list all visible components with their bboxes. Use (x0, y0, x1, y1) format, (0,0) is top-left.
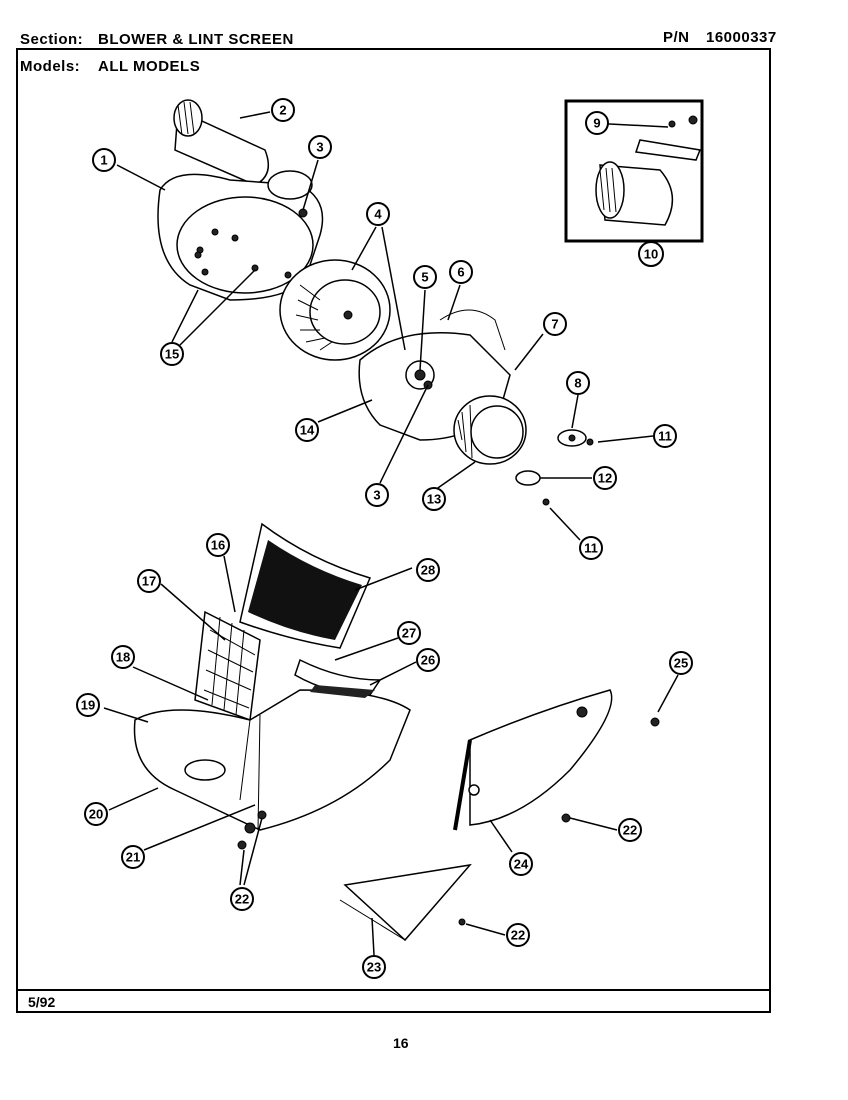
callout-23: 23 (362, 955, 386, 979)
thermostat-part (557, 429, 594, 447)
svg-text:8: 8 (574, 376, 581, 391)
footer-divider (16, 989, 771, 991)
lint-screen-part (239, 522, 372, 649)
svg-text:5: 5 (421, 270, 428, 285)
section-title: BLOWER & LINT SCREEN (98, 31, 294, 48)
svg-text:7: 7 (551, 317, 558, 332)
callout-10: 10 (638, 241, 664, 267)
callout-13: 13 (422, 487, 446, 511)
svg-text:28: 28 (421, 563, 435, 578)
callout-8: 8 (566, 371, 590, 395)
svg-text:18: 18 (116, 650, 130, 665)
callout-17: 17 (137, 569, 161, 593)
blower-impeller-part (279, 259, 391, 361)
svg-text:3: 3 (316, 140, 323, 155)
callout-25: 25 (669, 651, 693, 675)
svg-text:22: 22 (235, 892, 249, 907)
svg-text:3: 3 (373, 488, 380, 503)
motor-part (173, 99, 270, 186)
svg-text:16: 16 (211, 538, 225, 553)
access-cover-part (453, 689, 613, 831)
part-number-label: P/N (663, 29, 690, 46)
models-value: ALL MODELS (98, 58, 201, 75)
callout-18: 18 (111, 645, 135, 669)
lint-duct-housing-part (133, 689, 411, 834)
duct-ring-part (453, 395, 527, 465)
gasket-part (294, 658, 382, 698)
callout-20: 20 (84, 802, 108, 826)
svg-text:2: 2 (279, 103, 286, 118)
callout-16: 16 (206, 533, 230, 557)
svg-text:22: 22 (511, 928, 525, 943)
callout-6: 6 (449, 260, 473, 284)
svg-text:12: 12 (598, 471, 612, 486)
callout-21: 21 (121, 845, 145, 869)
svg-text:14: 14 (300, 423, 315, 438)
models-label: Models: (20, 58, 81, 75)
svg-text:22: 22 (623, 823, 637, 838)
callout-19: 19 (76, 693, 100, 717)
svg-text:11: 11 (658, 429, 672, 444)
callout-22-left: 22 (230, 887, 254, 911)
svg-text:6: 6 (457, 265, 464, 280)
svg-text:20: 20 (89, 807, 103, 822)
callout-9: 9 (585, 111, 609, 135)
callout-3-bottom: 3 (365, 483, 389, 507)
callout-4: 4 (366, 202, 390, 226)
svg-text:9: 9 (593, 116, 600, 131)
leader-lines (103, 111, 679, 956)
svg-text:1: 1 (100, 153, 107, 168)
callout-15: 15 (160, 342, 184, 366)
svg-text:4: 4 (374, 207, 382, 222)
callout-11-bottom: 11 (579, 536, 603, 560)
svg-text:23: 23 (367, 960, 381, 975)
date-code: 5/92 (28, 994, 56, 1010)
svg-text:26: 26 (421, 653, 435, 668)
section-label: Section: (20, 31, 84, 48)
part-number: 16000337 (706, 29, 777, 46)
svg-text:27: 27 (402, 626, 416, 641)
svg-text:17: 17 (142, 574, 156, 589)
svg-text:13: 13 (427, 492, 441, 507)
motor-inset-box (564, 99, 704, 243)
callout-28: 28 (416, 558, 440, 582)
callout-26: 26 (416, 648, 440, 672)
callout-11-top: 11 (653, 424, 677, 448)
svg-text:25: 25 (674, 656, 688, 671)
callout-3-top: 3 (308, 135, 332, 159)
callout-2: 2 (271, 98, 295, 122)
lint-grille-part (194, 610, 261, 722)
thermostat-bracket-part (515, 470, 550, 506)
screws (194, 208, 660, 926)
callout-22-right: 22 (618, 818, 642, 842)
deflector-part (339, 863, 472, 942)
callout-12: 12 (593, 466, 617, 490)
callout-27: 27 (397, 621, 421, 645)
callout-22-bottom: 22 (506, 923, 530, 947)
diagram-frame (16, 48, 771, 1013)
callout-1: 1 (92, 148, 116, 172)
svg-text:10: 10 (644, 247, 658, 262)
page-number: 16 (393, 1035, 409, 1051)
callout-7: 7 (543, 312, 567, 336)
svg-text:11: 11 (584, 541, 598, 556)
svg-text:21: 21 (126, 850, 140, 865)
callout-5: 5 (413, 265, 437, 289)
svg-text:19: 19 (81, 698, 95, 713)
blower-housing-part (157, 170, 324, 301)
callout-24: 24 (509, 852, 533, 876)
callout-14: 14 (295, 418, 319, 442)
svg-text:24: 24 (514, 857, 529, 872)
svg-text:15: 15 (165, 347, 179, 362)
